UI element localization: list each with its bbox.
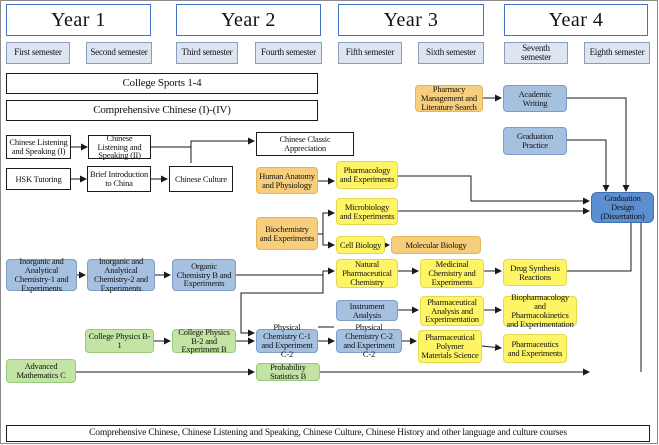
year-3-header: Year 3 (338, 4, 484, 36)
course-pharmaceutics: Pharmaceutics and Experiments (503, 334, 567, 363)
course-biochemistry: Biochemistry and Experiments (256, 217, 318, 250)
course-listening-1: Chinese Listening and Speaking (I) (6, 135, 71, 159)
course-listening-2: Chinese Listening and Speaking (II) (88, 133, 151, 160)
course-drug-synthesis: Drug Synthesis Reactions (503, 259, 567, 286)
course-probability: Probability Statistics B (256, 363, 320, 381)
arrow-organic-physchem (240, 275, 324, 337)
course-chinese-culture: Chinese Culture (169, 166, 233, 192)
course-biopharmacology: Biopharmacology and Pharmacokinetics and… (503, 293, 577, 328)
year-2-header: Year 2 (176, 4, 321, 36)
semester-2: Second semester (86, 42, 152, 64)
course-molecular-biology: Molecular Biology (391, 236, 481, 254)
course-cell-biology: Cell Biology (336, 236, 385, 254)
course-inorganic-1: Inorganic and Analytical Chemistry-1 and… (6, 257, 77, 292)
course-intro-china: Brief Introduction to China (87, 166, 151, 192)
arrow-polymer-pharmaceutics (481, 343, 502, 351)
semester-6: Sixth semester (418, 42, 484, 64)
course-phys-chem-c2: Physical Chemistry C-2 and Experiment C-… (336, 323, 402, 358)
course-microbiology: Microbiology and Experiments (336, 198, 398, 225)
semester-1: First semester (6, 42, 70, 64)
year-1-header: Year 1 (6, 4, 151, 36)
course-polymer: Pharmaceutical Polymer Materials Science (418, 330, 482, 363)
course-human-anatomy: Human Anatomy and Physiology (256, 167, 318, 194)
semester-7: Seventh semester (504, 42, 568, 64)
course-pharmacy-management: Pharmacy Management and Literature Searc… (415, 85, 483, 112)
course-physics-b1: College Physics B-1 (85, 329, 154, 353)
arrow-writing-design (567, 97, 630, 192)
course-natural-pharm-chem: Natural Pharmaceutical Chemistry (336, 259, 398, 288)
course-inorganic-2: Inorganic and Analytical Chemistry-2 and… (87, 257, 155, 292)
course-physics-b2: College Physics B-2 and Experiment B (172, 327, 236, 354)
arrow-listening2-classic (151, 137, 255, 148)
arrow-organic-natural (322, 267, 335, 275)
semester-3: Third semester (176, 42, 238, 64)
course-classic-appreciation: Chinese Classic Appreciation (256, 132, 354, 156)
arrow-synthesis-design (567, 212, 635, 272)
course-pharm-analysis: Pharmaceutical Analysis and Experimentat… (420, 296, 484, 326)
semester-4: Fourth semester (255, 42, 322, 64)
year-4-header: Year 4 (504, 4, 648, 36)
semester-8: Eighth semester (584, 42, 650, 64)
arrow-practice-design (567, 139, 610, 192)
course-organic-b: Organic Chemistry B and Experiments (172, 259, 236, 291)
course-instrument-analysis: Instrument Analysis (336, 300, 398, 321)
course-hsk: HSK Tutoring (6, 168, 71, 190)
course-phys-chem-c1: Physical Chemistry C-1 and Experiment C-… (256, 323, 318, 358)
course-college-sports: College Sports 1-4 (6, 73, 318, 94)
course-academic-writing: Academic Writing (503, 85, 567, 112)
course-graduation-design: Graduation Design (Dissertation) (591, 192, 654, 223)
semester-5: Fifth semester (338, 42, 402, 64)
course-advanced-math: Advanced Mathematics C (6, 359, 76, 383)
footer-language-courses: Comprehensive Chinese, Chinese Listening… (6, 425, 650, 442)
course-graduation-practice: Graduation Practice (503, 127, 567, 155)
course-pharmacology: Pharmacology and Experiments (336, 161, 398, 189)
course-comprehensive-chinese: Comprehensive Chinese (I)-(IV) (6, 100, 318, 121)
arrow-pharmacology-design (398, 175, 590, 205)
arrow-biochem-cell (322, 234, 335, 249)
arrow-biochem-micro (318, 209, 335, 235)
course-medicinal-chem: Medicinal Chemistry and Experiments (420, 259, 484, 288)
